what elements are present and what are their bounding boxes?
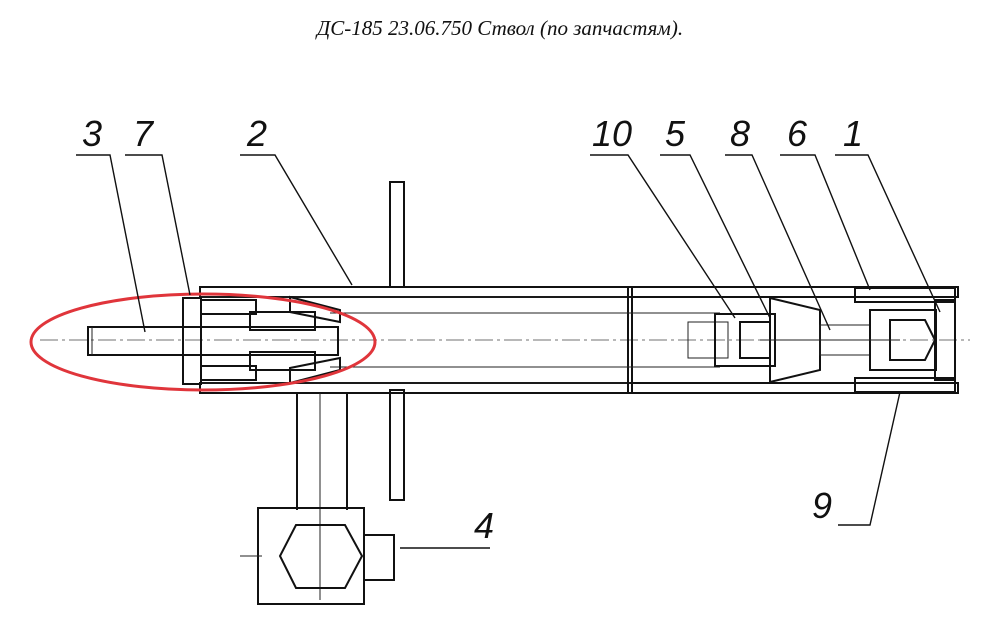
callout-3: 3 <box>82 113 102 154</box>
left-gland-assembly <box>182 295 341 385</box>
flange-plate <box>389 181 405 501</box>
side-outlet-part-4 <box>240 393 395 605</box>
callout-2: 2 <box>246 113 267 154</box>
callout-4: 4 <box>474 505 494 546</box>
callout-8: 8 <box>730 113 750 154</box>
callout-6: 6 <box>787 113 808 154</box>
callout-9: 9 <box>812 485 832 526</box>
callout-5: 5 <box>665 113 686 154</box>
highlight-ellipse <box>29 292 377 392</box>
rod-part-3 <box>87 326 339 356</box>
leader-lines <box>76 154 941 549</box>
callout-7: 7 <box>133 113 155 154</box>
callout-10: 10 <box>592 113 632 154</box>
right-valve-assembly <box>687 287 956 393</box>
callout-1: 1 <box>843 113 863 154</box>
drawing-title: ДС-185 23.06.750 Ствол (по запчастям). <box>316 16 684 40</box>
barrel-tube <box>199 286 959 394</box>
